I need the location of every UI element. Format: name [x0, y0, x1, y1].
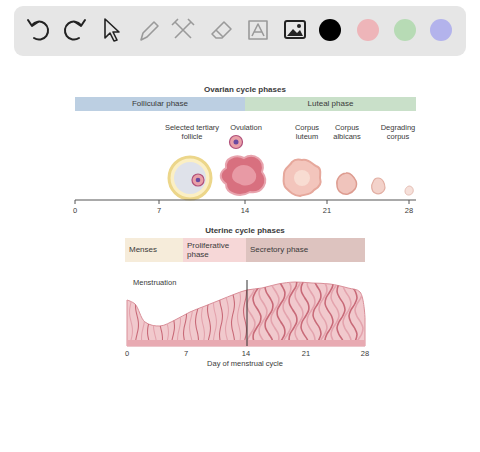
- gland-stroke: [166, 280, 169, 346]
- gland-stroke: [238, 280, 241, 346]
- undo-icon: [28, 20, 38, 26]
- axis-tick-label: 0: [117, 349, 137, 358]
- eraser-icon: [212, 22, 231, 38]
- redo-icon: [75, 20, 85, 26]
- color-swatch: [319, 19, 341, 41]
- stage-label: Ovulation: [221, 123, 271, 132]
- gland-stroke: [196, 280, 199, 346]
- ovulation-marker: [247, 280, 248, 346]
- gland-stroke: [244, 280, 247, 346]
- axis-tick-label: 14: [236, 349, 256, 358]
- stage-label: Selected tertiary follicle: [161, 123, 223, 141]
- axis-tick-label: 28: [399, 206, 419, 215]
- tools-icon: [172, 19, 194, 38]
- cursor-icon: [105, 19, 119, 41]
- section-heading: Ovarian cycle phases: [165, 85, 325, 95]
- gland-stroke: [160, 280, 163, 346]
- endometrial-glands: [130, 280, 363, 346]
- follicle-figure: [169, 157, 211, 199]
- gland-stroke: [130, 280, 133, 346]
- axis-tick-label: 21: [317, 206, 337, 215]
- phase-label: Proliferative phase: [187, 241, 242, 259]
- ovulation-figure: [221, 136, 265, 195]
- day-axis: [75, 200, 416, 204]
- corpus-albicans-figure: [337, 173, 357, 194]
- gland-stroke: [220, 280, 223, 346]
- corpus-luteum-figure: [284, 160, 321, 197]
- text-icon: [249, 21, 267, 39]
- degrading-corpus-figure: [405, 186, 413, 195]
- gland-stroke: [184, 280, 187, 346]
- axis-tick-label: 28: [355, 349, 375, 358]
- pencil-icon: [141, 22, 158, 40]
- gland-stroke: [202, 280, 205, 346]
- phase-band: Secretory phase: [246, 238, 365, 262]
- gland-stroke: [190, 280, 193, 346]
- text-icon: [252, 24, 264, 36]
- section-heading: Uterine cycle phases: [165, 226, 325, 236]
- gland-stroke: [208, 280, 211, 346]
- gland-stroke: [142, 280, 145, 346]
- axis-tick-label: 7: [176, 349, 196, 358]
- image-icon: [285, 21, 305, 38]
- gland-stroke: [136, 280, 139, 346]
- axis-tick-label: 7: [149, 206, 169, 215]
- axis-tick-label: 21: [296, 349, 316, 358]
- gland-stroke: [301, 280, 309, 346]
- phase-label: Menses: [129, 245, 157, 254]
- gland-stroke: [277, 280, 285, 346]
- gland-stroke: [355, 280, 363, 346]
- figure-label: Menstruation: [133, 278, 203, 287]
- stage-label: Corpus albicans: [327, 123, 367, 141]
- color-swatch: [430, 19, 452, 41]
- phase-band: Menses: [125, 238, 183, 262]
- axis-title: Day of menstrual cycle: [175, 359, 315, 368]
- gland-stroke: [178, 280, 181, 346]
- phase-band: Proliferative phase: [183, 238, 246, 262]
- phase-band: Follicular phase: [75, 97, 245, 111]
- axis-tick-label: 0: [65, 206, 85, 215]
- phase-label: Follicular phase: [132, 99, 188, 108]
- phase-band: Luteal phase: [245, 97, 416, 111]
- phase-label: Luteal phase: [308, 99, 354, 108]
- stage-label: Corpus luteum: [290, 123, 324, 141]
- endometrium-base: [127, 340, 365, 346]
- degrading-corpus-figure: [372, 178, 385, 194]
- gland-stroke: [226, 280, 229, 346]
- phase-label: Secretory phase: [250, 245, 308, 254]
- color-swatch: [357, 19, 379, 41]
- stage-label: Degrading corpus: [376, 123, 420, 141]
- axis-tick-label: 14: [235, 206, 255, 215]
- gland-stroke: [172, 280, 175, 346]
- gland-stroke: [154, 280, 157, 346]
- gland-stroke: [265, 280, 273, 346]
- color-swatch: [394, 19, 416, 41]
- gland-stroke: [148, 280, 151, 346]
- toolbar: [14, 6, 466, 56]
- gland-stroke: [214, 280, 217, 346]
- gland-stroke: [232, 280, 235, 346]
